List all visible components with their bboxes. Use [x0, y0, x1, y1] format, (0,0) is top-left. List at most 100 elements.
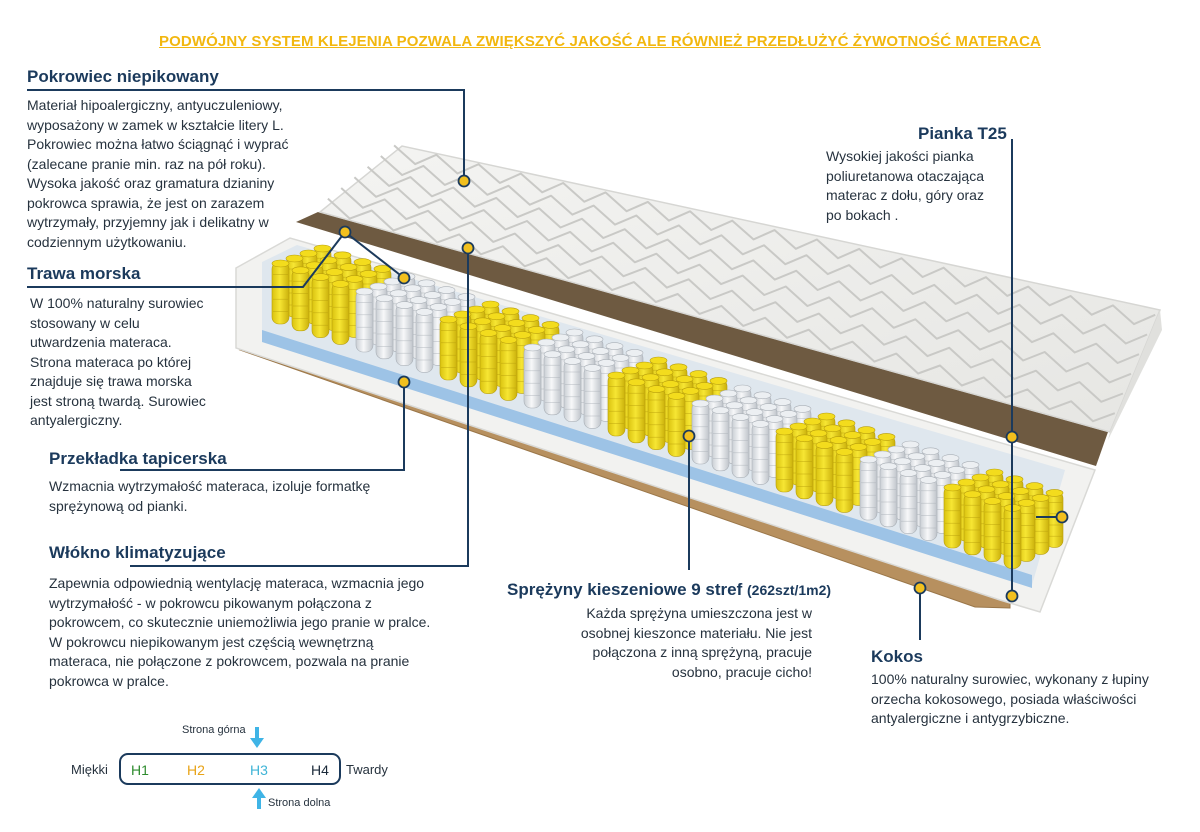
annotation-title-wlokno: Włókno klimatyzujące — [49, 543, 226, 562]
pocket-spring — [1017, 499, 1036, 562]
callout-dot-side — [1055, 510, 1069, 524]
pocket-spring — [583, 364, 602, 429]
quilt-wave — [366, 165, 1140, 364]
annotation-title-pianka: Pianka T25 — [918, 124, 1007, 143]
annotation-title-pokrowiec: Pokrowiec niepikowany — [27, 67, 219, 86]
annotation-text-przekladka: Wzmacnia wytrzymałość materaca, izoluje … — [49, 477, 370, 516]
text-line: Wysokiej jakości pianka — [826, 148, 974, 164]
callout-dot-bottom — [1005, 589, 1019, 603]
firmness-level-h1: H1 — [131, 762, 149, 778]
annotation-text-trawa: W 100% naturalny surowiec stosowany w ce… — [30, 294, 206, 431]
pocket-spring — [439, 315, 458, 381]
text-line: orzecha kokosowego, posiada właściwości — [871, 690, 1137, 707]
pocket-spring — [751, 420, 770, 485]
text-line: pokrowcem, co skutecznie uniemożliwia je… — [49, 614, 431, 630]
hard-label: Twardy — [346, 762, 388, 777]
text-line: po bokach . — [826, 206, 899, 223]
quilt-wave — [393, 144, 1156, 326]
text-line: stosowany w celu — [30, 314, 140, 331]
callout-dot-white — [397, 271, 411, 285]
text-line: wytrzymałość - w pokrowcu pikowanym połą… — [49, 594, 372, 611]
annotation-title-sprezyny: Sprężyny kieszeniowe 9 stref (262szt/1m2… — [507, 580, 831, 600]
bottom-side-label: Strona dolna — [268, 797, 331, 809]
arrow-down-icon — [250, 727, 264, 748]
firmness-level-h3: H3 — [250, 762, 268, 778]
annotation-title-trawa: Trawa morska — [27, 264, 141, 283]
pocket-spring — [647, 385, 666, 450]
text-line: połączona z inną sprężyną, pracuje — [592, 644, 812, 660]
text-line: W pokrowcu niepikowanym jest częścią wew… — [49, 633, 374, 650]
text-line: Zapewnia odpowiednią wentylację materaca… — [49, 575, 425, 591]
text-line: wytrzymały, przyjemny jak i delikatny w — [27, 214, 269, 230]
pocket-spring — [479, 329, 498, 394]
pocket-spring — [563, 357, 582, 422]
text-line: W 100% naturalny surowiec — [30, 295, 204, 311]
pocket-spring — [691, 399, 710, 465]
text-line: osobno, pracuje cicho! — [671, 663, 812, 680]
text-line: Strona materaca po której — [30, 353, 192, 370]
text-line: utwardzenia materaca. — [30, 334, 172, 350]
pocket-spring — [795, 434, 814, 500]
callout-dot-przekladka — [397, 375, 411, 389]
cover-quilting-pattern — [327, 144, 1156, 423]
text-line: osobnej kieszonce materiału. Nie jest — [580, 624, 812, 641]
pocket-spring — [331, 280, 350, 345]
callout-dot-kokos — [913, 581, 927, 595]
pocket-spring — [943, 483, 962, 549]
pocket-spring — [859, 455, 878, 521]
callout-dot-trawa — [338, 225, 352, 239]
text-line: 100% naturalny surowiec, wykonany z łupi… — [871, 671, 1149, 687]
text-line: codziennym użytkowaniu. — [27, 233, 187, 250]
pocket-spring — [963, 490, 982, 556]
text-line: materaca, nie połączone z pokrowcem, poz… — [49, 653, 410, 669]
arrow-up-icon — [252, 788, 266, 809]
annotation-text-kokos: 100% naturalny surowiec, wykonany z łupi… — [871, 670, 1149, 729]
annotation-text-wlokno: Zapewnia odpowiednią wentylację materaca… — [49, 574, 430, 691]
headline: PODWÓJNY SYSTEM KLEJENIA POZWALA ZWIĘKSZ… — [159, 33, 1041, 50]
soft-label: Miękki — [71, 762, 108, 777]
pocket-spring — [311, 273, 330, 338]
annotation-text-pianka: Wysokiej jakości pianka poliuretanowa ot… — [826, 147, 984, 225]
callout-pokrowiec — [27, 89, 465, 180]
callout-dot-pokrowiec — [457, 174, 471, 188]
text-line: Wysoka jakość oraz gramatura dzianiny — [27, 175, 275, 191]
seagrass-layer — [296, 212, 1108, 466]
quilt-wave — [353, 176, 1132, 384]
text-line: (zalecane pranie min. raz na pół roku). — [27, 155, 266, 172]
callout-trawa — [27, 231, 346, 288]
callout-lines — [27, 89, 1069, 640]
annotation-title-kokos: Kokos — [871, 647, 923, 666]
callout-dot-wlokno — [461, 241, 475, 255]
pocket-spring — [627, 378, 646, 444]
callout-dot-pianka — [1005, 430, 1019, 444]
pocket-spring — [731, 413, 750, 478]
firmness-level-h4: H4 — [311, 762, 329, 778]
pocket-spring — [919, 476, 938, 541]
pocket-spring — [271, 259, 290, 325]
pocket-spring — [815, 441, 834, 506]
pocket-spring — [499, 336, 518, 401]
pocket-spring — [395, 301, 414, 366]
cover-side — [1108, 310, 1162, 440]
annotation-text-sprezyny: Każda sprężyna umieszczona jest w osobne… — [540, 604, 812, 682]
text-line: Pokrowiec można łatwo ściągnąć i wyprać — [27, 136, 289, 152]
pocket-springs — [271, 244, 1064, 569]
climate-fiber-strip — [262, 330, 1032, 588]
annotation-text-pokrowiec: Materiał hipoalergiczny, antyuczuleniowy… — [27, 96, 288, 252]
text-line: poliuretanowa otaczająca — [826, 167, 984, 184]
pocket-spring — [415, 308, 434, 373]
text-line: materac z dołu, góry oraz — [826, 187, 984, 203]
pocket-spring — [355, 287, 374, 353]
text-line: znajduje się trawa morska — [30, 373, 192, 389]
text-line: Każda sprężyna umieszczona jest w — [586, 605, 812, 621]
pocket-spring — [523, 343, 542, 409]
title-suffix: (262szt/1m2) — [747, 582, 832, 598]
firmness-scale: H1 H2 H3 H4 — [119, 753, 341, 785]
annotation-title-przekladka: Przekładka tapicerska — [49, 449, 227, 468]
callout-wlokno — [130, 248, 469, 567]
text-line: jest stroną twardą. Surowiec — [30, 392, 206, 409]
callout-dot-sprezyny — [682, 429, 696, 443]
pocket-spring — [983, 497, 1002, 562]
